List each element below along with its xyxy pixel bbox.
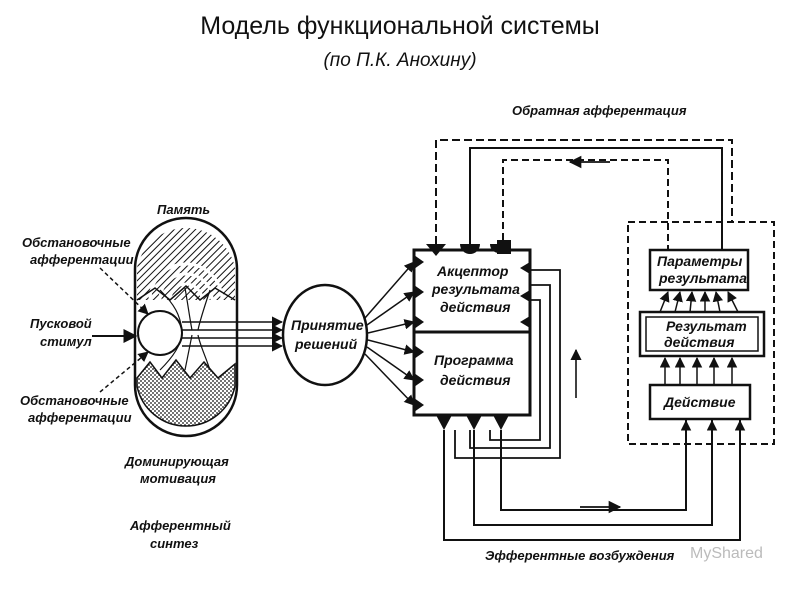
- situational-afferents-bottom-line1: Обстановочные: [20, 393, 129, 408]
- feedback-loops: [435, 139, 733, 250]
- action-to-result-arrows: [659, 356, 738, 385]
- acceptor-label-line3: действия: [440, 299, 510, 315]
- program-label-line2: действия: [440, 372, 510, 388]
- synthesis-to-decision-arrows: [182, 316, 284, 352]
- result-params-line2: результата: [658, 270, 747, 286]
- result-label-line2: действия: [664, 334, 734, 350]
- trigger-stimulus-line2: стимул: [40, 334, 92, 349]
- internal-loop-lines: [454, 269, 561, 459]
- decision-to-program-arrows: [364, 261, 416, 406]
- page-subtitle: (по П.К. Анохину): [323, 50, 477, 71]
- acceptor-label-line2: результата: [431, 281, 520, 297]
- result-params-line1: Параметры: [657, 253, 742, 269]
- watermark: MyShared: [690, 545, 763, 562]
- result-group-frame: [627, 221, 775, 445]
- action-box: [648, 383, 752, 421]
- dominant-motivation-line2: мотивация: [140, 471, 216, 486]
- acceptor-label-line1: Акцептор: [436, 263, 509, 279]
- efferent-label: Эфферентные возбуждения: [485, 548, 675, 563]
- memory-capsule: [133, 216, 239, 438]
- situational-afferents-bottom-line2: афферентации: [28, 410, 132, 425]
- situational-arrows: [99, 267, 149, 393]
- decision-circle: [281, 283, 369, 387]
- program-label-line1: Программа: [434, 352, 514, 368]
- trigger-stimulus-line1: Пусковой: [30, 316, 92, 331]
- afferent-synthesis-line2: синтез: [150, 536, 199, 551]
- feedback-label: Обратная афферентация: [512, 103, 687, 118]
- efferent-to-action-arrows: [680, 419, 746, 440]
- dominant-motivation-line1: Доминирующая: [124, 454, 229, 469]
- decision-label-line1: Принятие: [291, 317, 364, 333]
- afferent-synthesis-line1: Афферентный: [129, 518, 231, 533]
- efferent-loops: [443, 420, 741, 541]
- result-label-line1: Результат: [666, 318, 747, 334]
- decision-label-line2: решений: [294, 336, 358, 352]
- acceptor-program-block: [412, 240, 532, 430]
- result-to-params-arrows: [659, 290, 739, 313]
- situational-afferents-top-line1: Обстановочные: [22, 235, 131, 250]
- result-params-box: [648, 248, 750, 292]
- page-title: Модель функциональной системы: [200, 12, 600, 40]
- action-label: Действие: [663, 394, 736, 410]
- memory-label: Память: [157, 202, 210, 217]
- result-box-inner: [645, 316, 759, 352]
- situational-afferents-top-line2: афферентации: [30, 252, 134, 267]
